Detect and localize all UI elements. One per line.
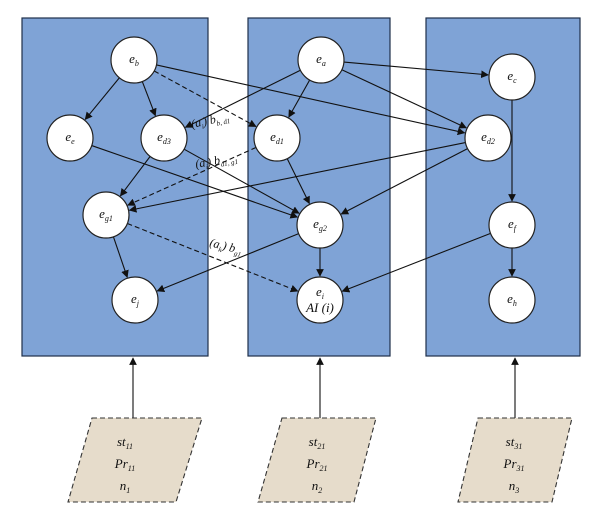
svg-text:st31: st31 bbox=[506, 434, 523, 451]
svg-text:(ak) bg1: (ak) bg1 bbox=[208, 235, 244, 259]
svg-text:(ai) bb, d1: (ai) bb, d1 bbox=[190, 109, 231, 133]
node-circle bbox=[296, 201, 344, 249]
node-eh: eh bbox=[488, 276, 536, 324]
edge-eg1-ei bbox=[127, 222, 299, 293]
source-3: st31 Pr31 n3 bbox=[457, 417, 573, 503]
node-circle bbox=[296, 276, 344, 324]
node-label: ee bbox=[65, 129, 75, 146]
node-ee: ee bbox=[46, 114, 94, 162]
node-circle bbox=[297, 36, 345, 84]
node-circle bbox=[111, 276, 159, 324]
edge-ea-ed1 bbox=[288, 79, 311, 118]
edge-ea-ec bbox=[343, 61, 489, 79]
node-label: ed1 bbox=[270, 129, 284, 146]
edge-ef-ei bbox=[341, 232, 491, 293]
svg-text:n2: n2 bbox=[312, 478, 323, 495]
edge-eb-ed3 bbox=[141, 81, 157, 117]
node-circle bbox=[110, 36, 158, 84]
edge-eb-ed2 bbox=[156, 64, 466, 136]
node-circle bbox=[488, 201, 536, 249]
svg-text:n1: n1 bbox=[120, 478, 131, 495]
edge-label-1: (ai) bb, d1 bbox=[190, 109, 231, 133]
edge-eg2-ej bbox=[156, 233, 299, 292]
source-1: st11 Pr11 n1 bbox=[67, 417, 203, 503]
node-circle bbox=[82, 191, 130, 239]
edge-ed2-eg1 bbox=[128, 142, 466, 213]
node-label: ed2 bbox=[481, 129, 495, 146]
node-eb: eb bbox=[110, 36, 158, 84]
edge-ea-ed3 bbox=[184, 69, 301, 128]
svg-text:(ai) bd1, g1: (ai) bd1, g1 bbox=[194, 150, 239, 173]
node-label: ef bbox=[508, 216, 518, 233]
node-label: eh bbox=[507, 291, 517, 308]
edge-label-3: (ak) bg1 bbox=[208, 235, 244, 259]
edge-ee-eg2 bbox=[91, 145, 299, 219]
node-label: ei bbox=[316, 284, 324, 301]
edge-ed1-eg2 bbox=[286, 158, 310, 205]
node-ea: ea bbox=[297, 36, 345, 84]
node-circle bbox=[46, 114, 94, 162]
node-label: eb bbox=[129, 51, 139, 68]
node-ed1: ed1 bbox=[253, 114, 301, 162]
svg-text:Pr21: Pr21 bbox=[306, 456, 328, 473]
node-label: ea bbox=[316, 51, 326, 68]
node-extra-label: AI (i) bbox=[305, 300, 334, 315]
node-ed2: ed2 bbox=[464, 114, 512, 162]
edge-eb-ee bbox=[84, 77, 120, 121]
node-circle bbox=[488, 53, 536, 101]
edges-layer bbox=[84, 61, 516, 293]
node-circle bbox=[464, 114, 512, 162]
node-circle bbox=[488, 276, 536, 324]
edge-label-2: (ai) bd1, g1 bbox=[194, 150, 239, 173]
node-label: ed3 bbox=[157, 129, 171, 146]
node-label: eg2 bbox=[313, 216, 327, 233]
edge-eg1-ej bbox=[112, 236, 129, 279]
edge-eb-ed1 bbox=[153, 70, 257, 127]
svg-text:Pr11: Pr11 bbox=[114, 456, 135, 473]
node-circle bbox=[253, 114, 301, 162]
edge-ea-ed2 bbox=[341, 69, 467, 129]
svg-text:n3: n3 bbox=[509, 478, 520, 495]
edge-ed2-eg2 bbox=[340, 148, 468, 215]
node-ec: ec bbox=[488, 53, 536, 101]
node-ed3: ed3 bbox=[140, 114, 188, 162]
svg-text:st21: st21 bbox=[309, 434, 326, 451]
edge-ed3-eg1 bbox=[119, 156, 151, 197]
edge-ed3-eg2 bbox=[183, 148, 300, 214]
node-circle bbox=[140, 114, 188, 162]
node-label: eg1 bbox=[99, 206, 113, 223]
svg-text:Pr31: Pr31 bbox=[503, 456, 525, 473]
source-2: st21 Pr21 n2 bbox=[257, 417, 377, 503]
node-eg2: eg2 bbox=[296, 201, 344, 249]
node-ef: ef bbox=[488, 201, 536, 249]
node-label: ec bbox=[507, 68, 517, 85]
node-ej: ej bbox=[111, 276, 159, 324]
node-eg1: eg1 bbox=[82, 191, 130, 239]
node-label: ej bbox=[131, 291, 140, 308]
svg-text:st11: st11 bbox=[117, 434, 133, 451]
